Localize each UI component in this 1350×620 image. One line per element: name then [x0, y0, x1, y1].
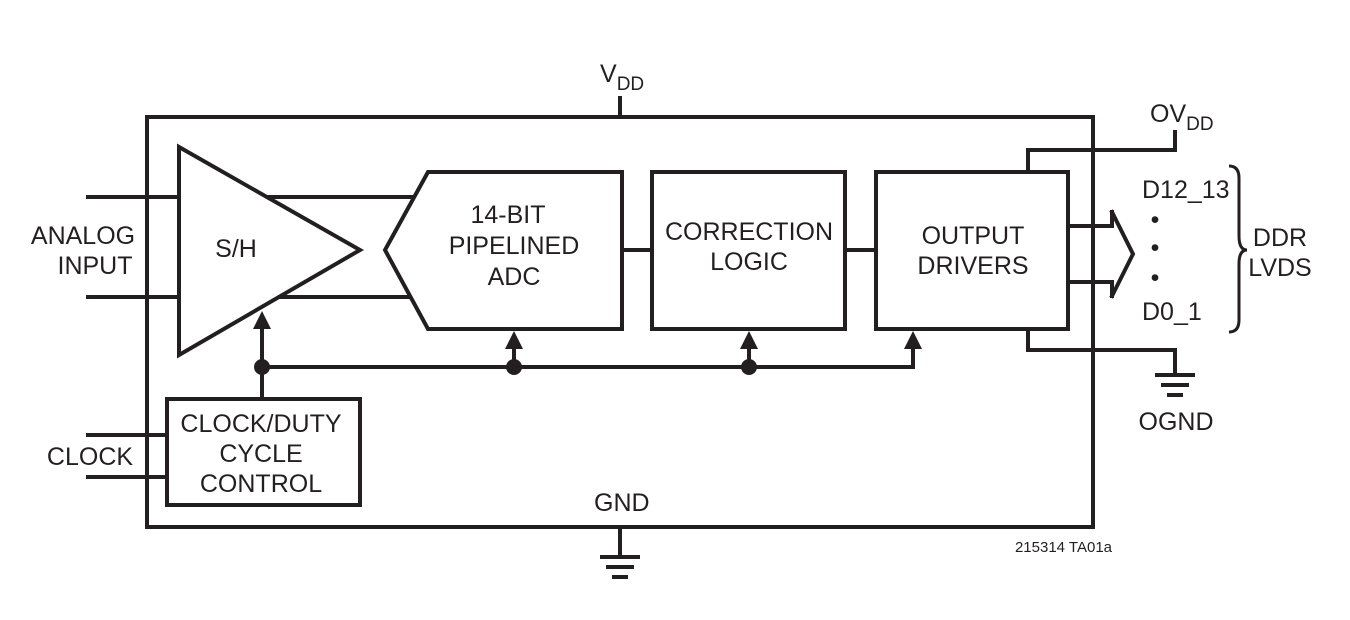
output-drivers-block — [874, 170, 1070, 331]
gnd-symbol — [600, 525, 640, 579]
adc-block — [382, 170, 624, 331]
clock-input-label: CLOCK — [47, 443, 133, 471]
junction-dot-sh — [254, 359, 270, 375]
vdd-label-sub: DD — [617, 74, 644, 95]
ovdd-label-main: OV — [1150, 100, 1186, 128]
adc-label-line3: ADC — [488, 263, 541, 291]
output-bus-brace — [1228, 164, 1248, 334]
ognd-symbol — [1155, 373, 1195, 397]
ovdd-label-sub: DD — [1186, 114, 1213, 135]
clock-control-label-line2: CYCLE — [219, 440, 302, 468]
output-label-line1: OUTPUT — [922, 222, 1025, 250]
output-bus-arrow — [1066, 209, 1136, 299]
analog-input-label-line1: ANALOG — [31, 222, 135, 250]
clock-to-output-arrow — [904, 331, 922, 349]
clock-control-label-line3: CONTROL — [200, 470, 322, 498]
output-bottom-bit-label: D0_1 — [1142, 298, 1202, 326]
correction-label-line2: LOGIC — [710, 248, 788, 276]
vdd-label-main: V — [600, 60, 617, 88]
sample-hold-label: S/H — [215, 235, 257, 263]
output-dot-2: • — [1151, 234, 1160, 262]
ognd-label: OGND — [1139, 408, 1214, 436]
adc-label-line1: 14-BIT — [470, 201, 545, 229]
clock-to-correction-arrow — [740, 331, 758, 349]
correction-label-line1: CORRECTION — [665, 218, 833, 246]
clock-to-adc-arrow — [505, 331, 523, 349]
output-dot-1: • — [1151, 206, 1160, 234]
gnd-label: GND — [594, 489, 650, 517]
clock-to-sh-arrow — [253, 311, 271, 329]
clock-control-label-line1: CLOCK/DUTY — [180, 410, 341, 438]
junction-dot-adc — [506, 359, 522, 375]
output-dot-3: • — [1151, 264, 1160, 292]
ovdd-wire — [1026, 148, 1177, 174]
ognd-wire — [1026, 327, 1177, 375]
bus-label-line2: LVDS — [1248, 254, 1311, 282]
junction-dot-correction — [741, 359, 757, 375]
ovdd-label: OVDD — [1150, 100, 1214, 135]
analog-input-label-line2: INPUT — [58, 252, 133, 280]
bus-label-line1: DDR — [1253, 224, 1307, 252]
vdd-label: VDD — [600, 60, 644, 95]
output-label-line2: DRIVERS — [917, 252, 1028, 280]
output-top-bit-label: D12_13 — [1142, 176, 1230, 204]
adc-label-line2: PIPELINED — [449, 232, 580, 260]
figure-id: 215314 TA01a — [1015, 539, 1113, 556]
sample-hold-amplifier — [177, 143, 365, 359]
clock-duty-cycle-block — [165, 397, 362, 507]
